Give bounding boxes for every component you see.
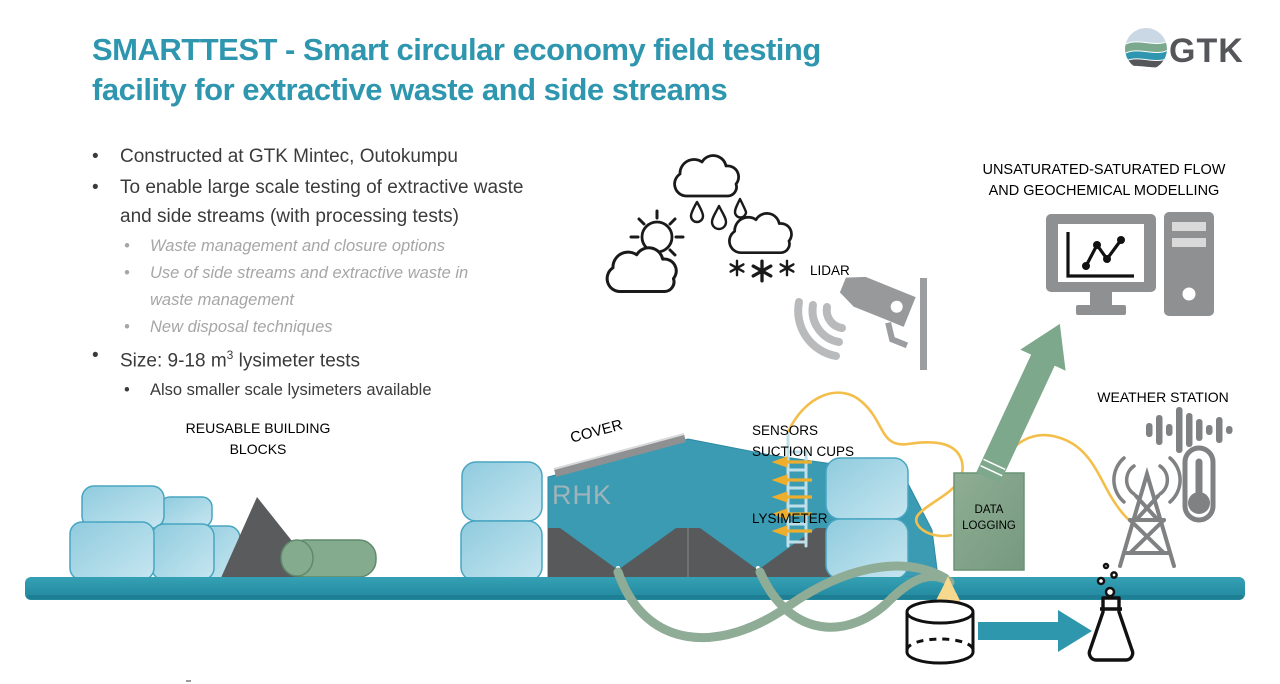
data-logging-box bbox=[953, 472, 1025, 571]
snowflakes-icon bbox=[729, 259, 795, 283]
modelling-label: UNSATURATED-SATURATED FLOW AND GEOCHEMIC… bbox=[982, 162, 1226, 199]
modelling-arrow bbox=[976, 323, 1066, 484]
gtk-globe-icon: GTK bbox=[1125, 28, 1244, 70]
cover-strip bbox=[553, 433, 686, 477]
lidar-camera-icon bbox=[794, 276, 927, 370]
bullet-disposal: New disposal techniques bbox=[118, 314, 510, 341]
bullet-size: Size: 9-18 m3 lysimeter tests bbox=[90, 341, 550, 375]
rain-drops-icon bbox=[689, 197, 748, 231]
computer-tower-icon bbox=[1164, 212, 1214, 316]
rhk-label: RHK bbox=[552, 480, 613, 510]
footer-mark bbox=[186, 680, 191, 682]
lysimeter-side-blocks bbox=[460, 457, 909, 582]
weather-icons bbox=[605, 154, 795, 294]
leachate-group bbox=[905, 562, 1135, 665]
sensors-label: SENSORS SUCTION CUPS bbox=[752, 423, 855, 459]
title-line1: SMARTTEST - Smart circular economy field… bbox=[92, 32, 821, 67]
gtk-logo: GTK bbox=[1118, 22, 1258, 80]
bullet-side-streams: Use of side streams and extractive waste… bbox=[118, 260, 510, 314]
title-line2: facility for extractive waste and side s… bbox=[92, 72, 728, 107]
bullet-smaller-lysimeters: Also smaller scale lysimeters available bbox=[118, 377, 510, 404]
gtk-logo-text: GTK bbox=[1169, 32, 1244, 70]
lysimeter-label: LYSIMETER bbox=[752, 511, 828, 526]
ground-bar bbox=[25, 577, 1245, 600]
equalizer-bars-icon bbox=[1146, 407, 1233, 453]
bullet-large-scale: To enable large scale testing of extract… bbox=[90, 173, 550, 231]
transfer-arrow bbox=[978, 610, 1092, 652]
bullet-constructed: Constructed at GTK Mintec, Outokumpu bbox=[90, 142, 550, 171]
building-blocks-label: REUSABLE BUILDING BLOCKS bbox=[185, 420, 331, 457]
flask-icon bbox=[1087, 562, 1135, 662]
weather-station-icon bbox=[1112, 407, 1233, 568]
bullet-waste-management: Waste management and closure options bbox=[118, 233, 510, 260]
collection-cylinder-icon bbox=[905, 599, 975, 665]
data-logging-label: DATA LOGGING bbox=[962, 504, 1016, 532]
page-title: SMARTTEST - Smart circular economy field… bbox=[92, 30, 992, 110]
pipe-cylinder-icon bbox=[280, 539, 377, 578]
cloud-icon bbox=[605, 246, 678, 294]
radio-tower-icon bbox=[1112, 456, 1182, 568]
thermometer-icon bbox=[1182, 445, 1216, 523]
drainage-pipes bbox=[613, 561, 955, 643]
building-blocks bbox=[69, 485, 377, 581]
computer-icon bbox=[1046, 212, 1214, 316]
sensor-cables bbox=[786, 391, 1138, 538]
weather-station-label: WEATHER STATION bbox=[1097, 389, 1229, 405]
bullet-list: Constructed at GTK Mintec, Outokumpu To … bbox=[90, 142, 590, 404]
snow-cloud-icon bbox=[728, 212, 793, 255]
sensor-arrows bbox=[771, 456, 812, 537]
rain-cloud-icon bbox=[673, 154, 741, 198]
lidar-label: LIDAR bbox=[810, 263, 850, 278]
